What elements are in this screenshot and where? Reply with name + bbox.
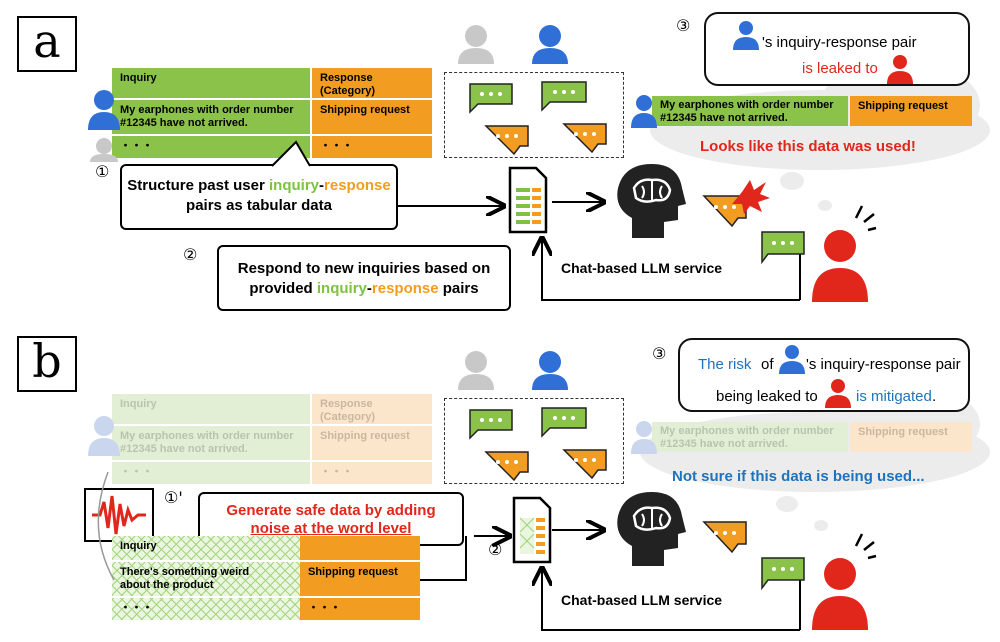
user-icon: [88, 416, 120, 456]
step-1-text-line2: pairs as tabular data: [186, 197, 332, 214]
step-3-marker: ③: [676, 16, 691, 35]
risk-word: The risk: [698, 356, 752, 373]
user-icon: [458, 351, 494, 390]
panel-label-a: a: [17, 16, 77, 72]
leaked-row-response: Shipping request: [850, 96, 972, 126]
faded-table-cell-response: Shipping request: [312, 426, 432, 460]
thought-cloud-dot: [814, 520, 828, 531]
chat-bubbles-box: [444, 398, 624, 484]
faded-table-cell-ellipsis: ・・・: [312, 462, 432, 484]
step-2-text-part: pairs: [438, 280, 479, 297]
step-3-text-line2: is leaked to: [802, 60, 878, 77]
brain-icon: [617, 164, 686, 238]
table-header-inquiry: Inquiry: [112, 68, 310, 98]
table-cell-ellipsis: ・・・: [312, 136, 432, 158]
step-2-text-line1: Respond to new inquiries based on: [237, 260, 491, 277]
panel-label-b: b: [17, 336, 77, 392]
dash: -: [366, 280, 372, 297]
user-icon: [532, 351, 568, 390]
step-2-callout: Respond to new inquiries based on provid…: [217, 245, 511, 311]
table-cell-inquiry: My earphones with order number #12345 ha…: [112, 100, 310, 134]
attacker-person-icon: [812, 205, 877, 302]
step-3-text-line1: 's inquiry-response pair: [762, 34, 917, 51]
of-word: of: [761, 356, 774, 373]
user-icon: [532, 25, 568, 64]
faded-leaked-row-response: Shipping request: [850, 422, 972, 452]
user-icon: [90, 138, 118, 162]
step-1-callout: Structure past user inquiry-response pai…: [120, 164, 398, 230]
step-2-marker: ②: [488, 540, 503, 559]
faded-table-cell-ellipsis: ・・・: [112, 462, 310, 484]
noisy-table-header-response: [300, 536, 420, 560]
user-icon: [887, 55, 913, 84]
brain-icon: [617, 492, 686, 566]
attacker-person-icon: [812, 533, 877, 630]
thought-cloud-dot: [780, 172, 804, 190]
noisy-table-cell-ellipsis: ・・・: [112, 598, 300, 620]
user-icon: [631, 95, 657, 128]
noise-waveform-icon: [84, 488, 154, 542]
callout-pointer: [271, 140, 311, 167]
table-cell-response: Shipping request: [312, 100, 432, 134]
step-2-marker: ②: [183, 245, 198, 264]
inquiry-word: inquiry: [269, 177, 320, 194]
step-3-marker: ③: [652, 344, 667, 363]
noise-text-line2: noise at the word level: [250, 520, 412, 537]
unsure-text: Not sure if this data is being used...: [672, 468, 925, 485]
step-1-text-part: Structure past user: [127, 177, 269, 194]
noisy-document-icon: [512, 496, 552, 564]
step-1-prime-marker: ①': [164, 488, 183, 507]
noisy-table-cell-ellipsis: ・・・: [300, 598, 420, 620]
thought-cloud-dot: [818, 200, 832, 211]
faded-table-header-inquiry: Inquiry: [112, 394, 310, 424]
step-3-callout: The risk of 's inquiry-response pair bei…: [678, 338, 970, 412]
user-icon: [458, 25, 494, 64]
table-cell-ellipsis: ・・・: [112, 136, 310, 158]
table-header-response: Response (Category): [312, 68, 432, 98]
thought-cloud-dot: [776, 496, 798, 512]
chat-bubble-green: [469, 81, 805, 591]
user-icon: [88, 90, 120, 130]
inquiry-word: inquiry: [316, 280, 367, 297]
user-icon: [779, 345, 805, 374]
leaked-row-inquiry: My earphones with order number #12345 ha…: [652, 96, 848, 126]
user-icon: [825, 379, 851, 408]
chat-bubbles-box: [444, 72, 624, 158]
step-3-callout: 's inquiry-response pair is leaked to: [704, 12, 970, 86]
response-word: response: [371, 280, 439, 297]
noisy-table-header-inquiry: Inquiry: [112, 536, 300, 560]
response-word: response: [324, 177, 391, 194]
faded-leaked-row-inquiry: My earphones with order number #12345 ha…: [652, 422, 848, 452]
step-3-text-line1: 's inquiry-response pair: [806, 356, 961, 373]
user-icon: [733, 21, 759, 50]
explosion-icon: [732, 180, 770, 214]
mitigated-word: is mitigated: [856, 388, 932, 405]
noisy-table-cell-response: Shipping request: [300, 562, 420, 596]
step-1-marker: ①: [95, 162, 110, 181]
step-3-text-line2: being leaked to: [716, 388, 818, 405]
noisy-table-cell-inquiry: There's something weird about the produc…: [112, 562, 300, 596]
period: .: [932, 388, 937, 405]
document-icon: [508, 166, 548, 234]
llm-service-label: Chat-based LLM service: [561, 592, 723, 608]
curved-arrow: [97, 471, 115, 581]
step-2-text-part: provided: [249, 280, 317, 297]
noise-text-line1: Generate safe data by adding: [226, 502, 436, 519]
leak-warning-text: Looks like this data was used!: [700, 138, 916, 155]
faded-table-cell-inquiry: My earphones with order number #12345 ha…: [112, 426, 310, 460]
faded-table-header-response: Response (Category): [312, 394, 432, 424]
user-icon: [631, 421, 657, 454]
dash: -: [319, 177, 325, 194]
llm-service-label: Chat-based LLM service: [561, 260, 723, 276]
